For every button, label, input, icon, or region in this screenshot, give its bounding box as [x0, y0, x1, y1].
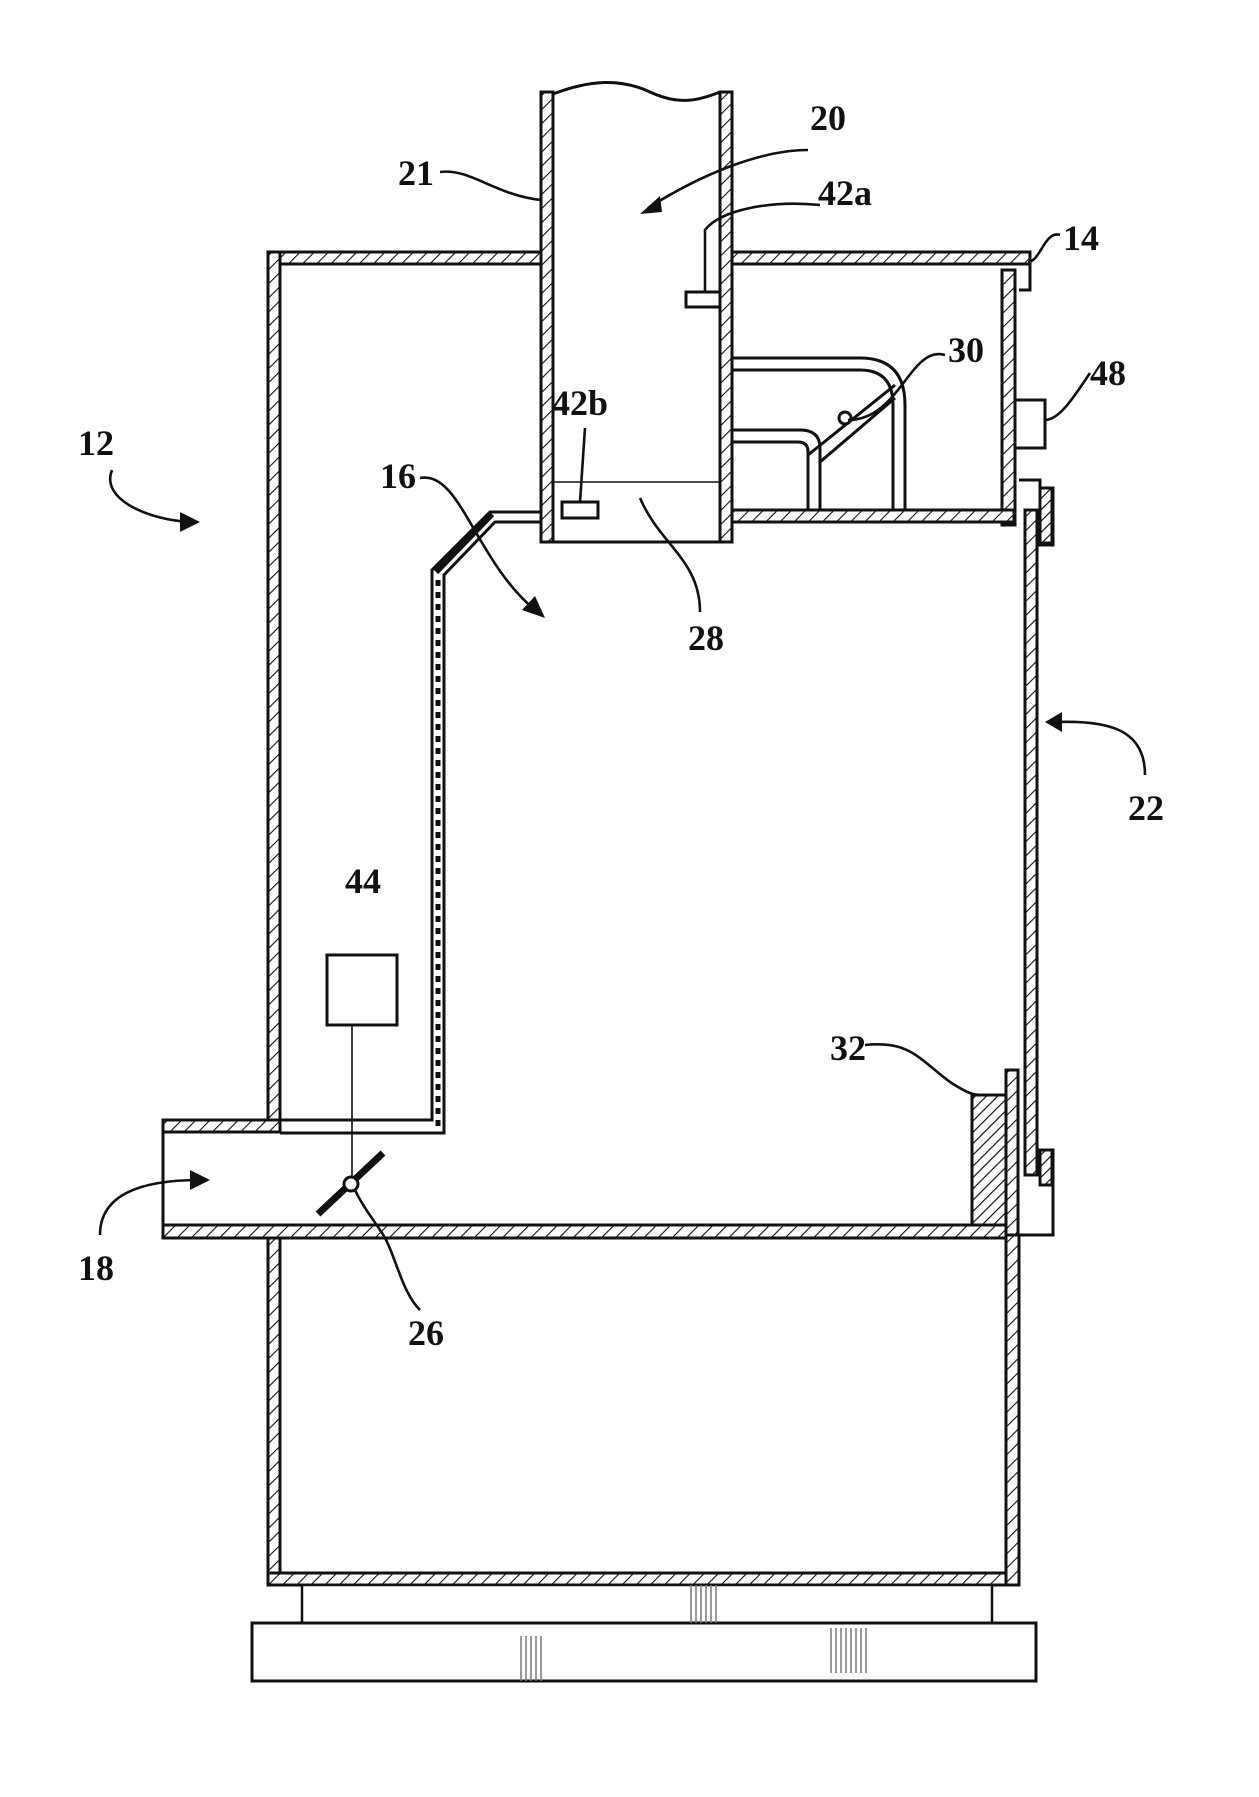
combustion-chamber-wall	[280, 512, 541, 1133]
flue-pipe	[541, 82, 732, 542]
label-21: 21	[398, 153, 434, 193]
sensor-42a	[686, 292, 720, 307]
label-44: 44	[345, 861, 381, 901]
cabinet-housing	[268, 252, 1030, 1585]
label-42a: 42a	[818, 173, 872, 213]
label-48: 48	[1090, 353, 1126, 393]
label-12: 12	[78, 423, 114, 463]
base-stand	[252, 1585, 1036, 1681]
sensor-42b	[562, 502, 598, 518]
label-30: 30	[948, 330, 984, 370]
label-28: 28	[688, 618, 724, 658]
door-22	[1006, 480, 1053, 1235]
inlet-duct	[163, 1120, 1006, 1238]
label-14: 14	[1063, 218, 1099, 258]
label-32: 32	[830, 1028, 866, 1068]
component-48	[1015, 400, 1045, 448]
label-16: 16	[380, 456, 416, 496]
label-18: 18	[78, 1248, 114, 1288]
seal-32	[972, 1095, 1006, 1225]
upper-right-compartment	[732, 270, 1015, 525]
label-26: 26	[408, 1313, 444, 1353]
actuator-44	[327, 955, 397, 1025]
damper-26	[318, 955, 397, 1214]
label-42b: 42b	[552, 383, 608, 423]
label-22: 22	[1128, 788, 1164, 828]
label-20: 20	[810, 98, 846, 138]
